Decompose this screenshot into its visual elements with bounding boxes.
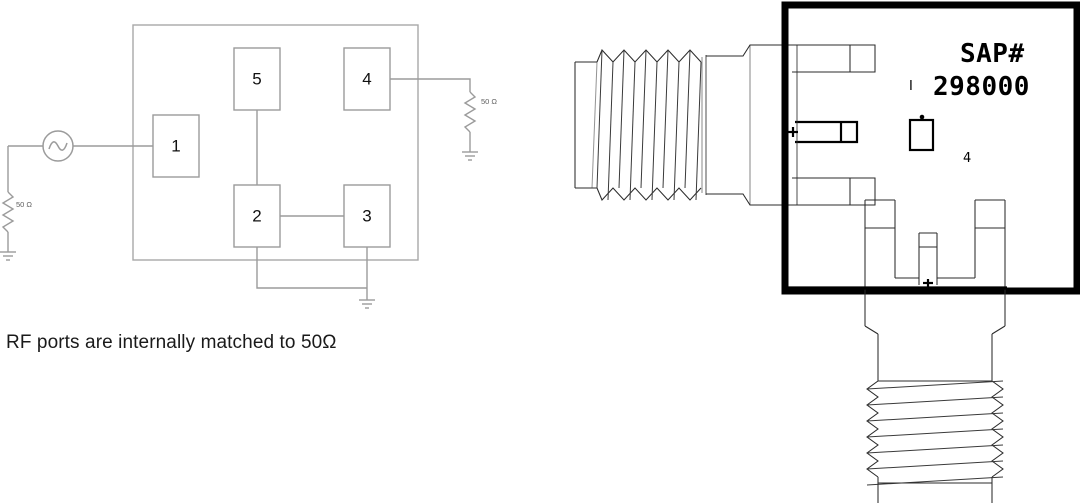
block-1: 1 <box>152 114 200 178</box>
block-1-label: 1 <box>171 136 180 155</box>
ac-source <box>42 130 74 162</box>
block-2: 2 <box>233 184 281 248</box>
base-center-mark <box>923 279 933 289</box>
termination-right-label: 50 Ω <box>481 97 497 106</box>
lower-prongs <box>864 199 1006 291</box>
connector-drawing: SAP# 298000 I 4 <box>545 0 1080 503</box>
ground-bottom <box>359 299 375 309</box>
part-number-line-2: 298000 <box>933 72 1030 102</box>
device-enclosure <box>132 24 419 261</box>
center-pin-mark <box>788 127 798 137</box>
barrel-shoulder <box>706 44 792 206</box>
termination-left-label: 50 Ω <box>16 200 32 209</box>
block-3: 3 <box>343 184 391 248</box>
vertical-threaded-barrel <box>864 291 1006 503</box>
square-marker-icon <box>908 114 935 152</box>
highlight-frame <box>781 1 1080 295</box>
wire-block2-to-ground <box>256 247 367 289</box>
block-3-label: 3 <box>362 206 371 225</box>
tick-mark-label: I <box>909 79 913 94</box>
contact-prongs <box>792 44 876 206</box>
wire-block4-output <box>390 78 471 92</box>
block-4: 4 <box>343 47 391 111</box>
block-5-label: 5 <box>252 69 261 88</box>
block-2-label: 2 <box>252 206 261 225</box>
termination-right <box>462 91 478 161</box>
horizontal-threaded-barrel <box>574 49 707 201</box>
schematic-caption: RF ports are internally matched to 50Ω <box>6 332 337 353</box>
schematic-diagram: 50 Ω 1 5 4 <box>0 24 497 353</box>
block-5: 5 <box>233 47 281 111</box>
block-4-label: 4 <box>362 69 371 88</box>
part-number-line-1: SAP# <box>960 39 1025 69</box>
quantity-mark-label: 4 <box>963 151 971 166</box>
termination-left <box>0 191 16 261</box>
